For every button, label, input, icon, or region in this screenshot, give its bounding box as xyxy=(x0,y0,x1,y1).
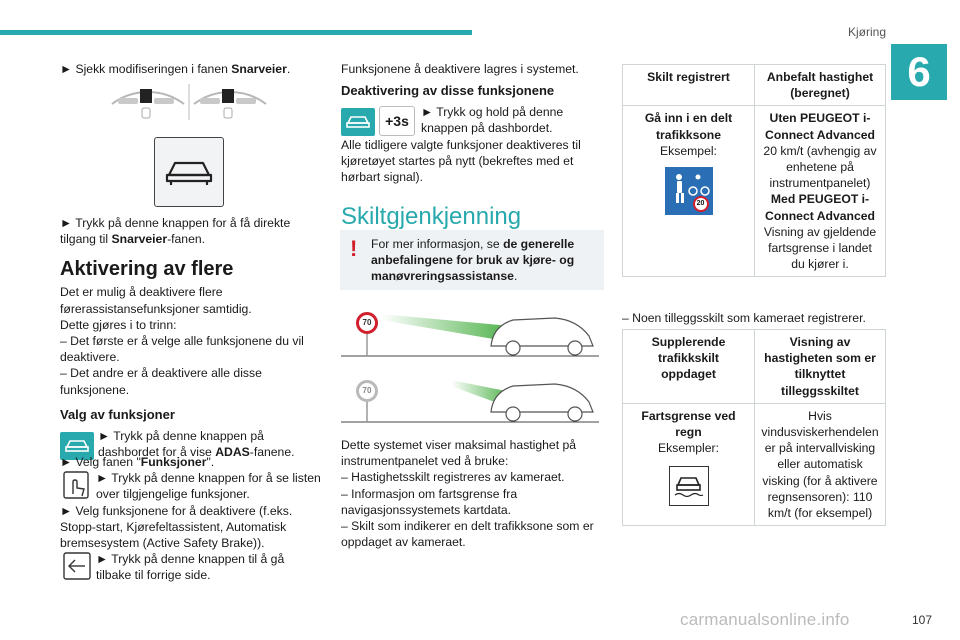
table-row: Fartsgrense ved regn Eksempler: Hvis vin… xyxy=(622,402,886,527)
section-heading-sign-recognition: Skiltgjenkjenning xyxy=(341,203,522,231)
press-shortcut-text: ► Trykk på denne knappen for å få direkt… xyxy=(60,216,291,247)
step-hold-button: +3s ► Trykk og hold på denne knappen på … xyxy=(341,104,605,137)
table-header-speed: Anbefalt hastighet (beregnet) xyxy=(754,63,886,107)
deactivated-until-restart: Alle tidligere valgte funksjoner deaktiv… xyxy=(341,137,581,185)
source-shared-zone: – Skilt som indikerer en delt trafikkson… xyxy=(341,519,594,550)
subheading-deactivate: Deaktivering av disse funksjonene xyxy=(341,83,555,99)
step-list-button: ► Trykk på denne knappen for å se listen… xyxy=(60,470,322,502)
speed-20-badge: 20 xyxy=(692,196,709,213)
table-header-row: Supplerende trafikkskilt oppdaget Visnin… xyxy=(622,329,886,404)
step-choose-functions: ► Velg funksjonene for å deaktivere (f.e… xyxy=(60,503,293,551)
shared-zone-sign-icon: 20 xyxy=(664,167,713,216)
intro-text-1: Det er mulig å deaktivere flere førerass… xyxy=(60,285,252,316)
adas-car-icon xyxy=(60,431,94,460)
source-navigation: – Informasjon om fartsgrense fra navigas… xyxy=(341,486,518,517)
warning-text: For mer informasjon, se de generelle anb… xyxy=(371,237,575,284)
scene-sign-detected: 70 xyxy=(341,306,599,358)
page-number: 107 xyxy=(912,613,933,627)
shortcut-car-button-illustration xyxy=(154,137,224,207)
back-arrow-icon xyxy=(60,551,94,581)
check-shortcuts-text: ► Sjekk modifiseringen i fanen Snarveier… xyxy=(60,62,291,76)
speed-sign-70-faded: 70 xyxy=(356,380,378,402)
source-camera: – Hastighetsskilt registreres av kamerae… xyxy=(341,470,565,485)
step-functions-tab: ► Velg fanen "Funksjoner". xyxy=(60,455,215,469)
step-adas-button: ► Trykk på denne knappen på dashbordet f… xyxy=(60,428,322,460)
subheading-select-functions: Valg av funksjoner xyxy=(60,406,175,422)
additional-signs-note: – Noen tilleggsskilt som kameraet regist… xyxy=(622,311,866,325)
watermark: carmanualsonline.info xyxy=(680,610,850,629)
table-row: Gå inn i en delt trafikksone Eksempel: 2… xyxy=(622,105,886,278)
speed-sign-70: 70 xyxy=(356,312,378,334)
step-back-button: ► Trykk på denne knappen til å gå tilbak… xyxy=(60,551,322,583)
steering-wheel-illustration xyxy=(111,84,267,120)
adas-car-icon-2 xyxy=(341,108,375,137)
column-1-body: ► Trykk på denne knappen for å få direkt… xyxy=(60,215,322,460)
table-header-sign: Skilt registrert xyxy=(622,63,755,107)
column-1: ► Sjekk modifiseringen i fanen Snarveier… xyxy=(60,61,322,77)
system-description: Dette systemet viser maksimal hastighet … xyxy=(341,438,577,469)
chapter-number: 6 xyxy=(891,44,947,100)
intro-text-3: – Det første er å velge alle funksjonene… xyxy=(60,334,304,365)
intro-text-2: Dette gjøres i to trinn: xyxy=(60,317,177,332)
saved-text: Funksjonene å deaktivere lagres i system… xyxy=(341,62,579,76)
detected-signs-table: Skilt registrert Anbefalt hastighet (ber… xyxy=(622,63,886,278)
column-2: Funksjonene å deaktivere lagres i system… xyxy=(341,61,605,231)
car-icon xyxy=(165,161,213,185)
section-heading-multiple: Aktivering av flere xyxy=(60,258,234,281)
header-title: Kjøring xyxy=(847,25,886,39)
warning-icon: ! xyxy=(350,236,358,261)
supplementary-signs-table: Supplerende trafikkskilt oppdaget Visnin… xyxy=(622,329,886,527)
warning-box: ! For mer informasjon, se de generelle a… xyxy=(340,230,604,290)
column-2-desc: Dette systemet viser maksimal hastighet … xyxy=(341,437,605,550)
table-header-row: Skilt registrert Anbefalt hastighet (ber… xyxy=(622,63,886,107)
column-1-steps: ► Velg fanen "Funksjoner". ► Trykk på de… xyxy=(60,454,322,584)
hand-tap-icon xyxy=(60,470,94,500)
hold-3s-badge: +3s xyxy=(379,106,415,137)
intro-text-4: – Det andre er å deaktivere alle disse f… xyxy=(60,366,262,397)
top-accent-bar xyxy=(0,30,472,35)
scene-sign-passed: 70 xyxy=(341,372,599,424)
rain-road-sign-icon xyxy=(668,466,709,507)
shared-zone-label: Gå inn i en delt trafikksone xyxy=(644,111,733,142)
